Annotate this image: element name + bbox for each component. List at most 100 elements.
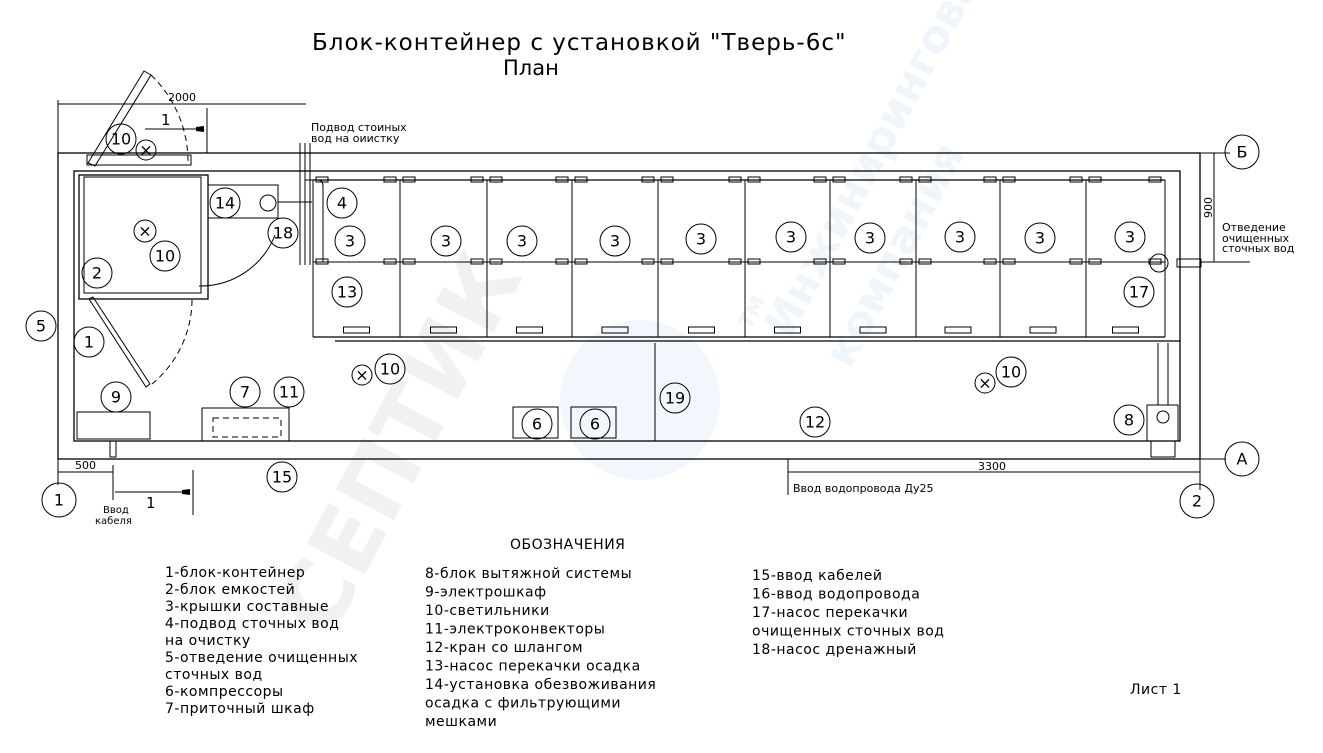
callout-marker: 3 [685,223,717,255]
section-mark-top: 1 [145,108,208,153]
callout-marker: 10 [105,123,137,155]
tank-block [78,174,209,300]
callout-label: 3 [1035,229,1045,248]
watermark-logo [560,320,720,480]
callout-label: 19 [665,389,685,408]
compressor-1 [512,406,559,439]
dimension-900: 900 [1200,152,1250,263]
tank-hatch [1112,326,1139,334]
callout-label: 10 [380,360,400,379]
callout-marker: 3 [944,221,976,253]
section-mark-bottom: 1 [115,470,194,515]
callout-label: 1 [84,333,94,352]
callout-label: 12 [805,413,825,432]
callout-marker: 9 [100,381,132,413]
door-top [87,70,189,167]
legend-item: 16-ввод водопровода [752,587,920,603]
convector [212,417,282,438]
callout-label: 7 [240,383,250,402]
legend-item: 14-установка обезвоживания [425,677,656,693]
legend-item: сточных вод [165,667,263,683]
callout-marker: 10 [995,356,1027,388]
dimension-500: 500 Ввод кабеля [57,459,132,527]
callout-marker: 15 [266,461,298,493]
callout-label: 15 [272,468,292,487]
axis-1: 1 [54,491,64,510]
tank-hatch [601,326,629,334]
dimension-2000: 2000 [57,91,306,153]
callout-marker: 6 [579,408,611,440]
callout-label: 3 [865,229,875,248]
callout-label: 10 [1001,363,1021,382]
callout-marker: 3 [775,221,807,253]
callout-marker: 11 [273,376,305,408]
legend-item: 9-электрошкаф [425,585,547,601]
callout-label: 3 [1125,228,1135,247]
svg-text:×: × [978,374,991,393]
callout-marker: 14 [209,187,241,219]
callout-label: 10 [111,130,131,149]
svg-text:2000: 2000 [168,91,196,104]
callout-marker: 3 [334,225,366,257]
compressor-2 [570,406,617,439]
svg-text:Отведение: Отведение [1222,221,1286,234]
legend-item: 10-светильники [425,603,550,619]
axis-2: 2 [1192,492,1202,511]
page-subtitle: План [503,56,559,80]
legend-item: очищенных сточных вод [752,624,944,640]
callout-label: 18 [273,224,293,243]
legend-item: 11-электроконвекторы [425,622,605,638]
svg-text:500: 500 [75,459,96,472]
callout-marker: 6 [521,408,553,440]
supply-cabinet [201,407,290,442]
pump-17-symbol [1149,253,1169,273]
legend-item: 2-блок емкостей [165,582,295,598]
tank-hatch [859,326,887,334]
exhaust-duct [1150,440,1176,458]
legend-item: 8-блок вытяжной системы [425,566,632,582]
callout-marker: 3 [599,225,631,257]
legend-item: мешками [425,714,497,730]
callout-marker: 3 [506,225,538,257]
callout-marker: 13 [331,276,363,308]
callout-marker: 19 [659,382,691,414]
outflow-pipe [1176,258,1202,268]
svg-text:1: 1 [146,494,156,512]
callout-label: 2 [92,264,102,283]
tank-hatch [343,326,370,334]
sheet-number: Лист 1 [1130,682,1182,698]
door-side [88,234,276,388]
electrical-cabinet [76,411,151,440]
callout-label: 6 [590,415,600,434]
callout-label: 3 [517,232,527,251]
legend-item: 1-блок-контейнер [165,565,305,581]
callout-label: 3 [955,228,965,247]
legend-item: 13-насос перекачки осадка [425,659,641,675]
callout-label: 10 [155,247,175,266]
callout-marker: 12 [799,406,831,438]
tank-hatch [944,326,972,334]
callout-marker: 7 [229,376,261,408]
svg-text:×: × [138,222,151,241]
svg-text:Подвод стоиных: Подвод стоиных [311,121,407,134]
exhaust-fan-icon [1156,410,1170,424]
legend-item: 3-крышки составные [165,599,329,615]
callout-marker: 3 [430,225,462,257]
svg-text:вод на оиистку: вод на оиистку [311,132,400,145]
callout-marker: 1 [73,326,105,358]
callout-label: 3 [610,232,620,251]
svg-text:×: × [139,141,152,160]
cable-inlet-pipe [109,440,117,458]
tank-hatch [774,326,801,334]
legend-item: 17-насос перекачки [752,605,908,621]
callout-label: 14 [215,194,235,213]
legend-item: 12-кран со шлангом [425,640,583,656]
svg-text:×: × [355,366,368,385]
tank-hatch [688,326,715,334]
callout-marker: 3 [1114,221,1146,253]
svg-text:кабеля: кабеля [95,516,132,527]
legend-item: 15-ввод кабелей [752,568,883,584]
callout-marker: 4 [326,187,358,219]
